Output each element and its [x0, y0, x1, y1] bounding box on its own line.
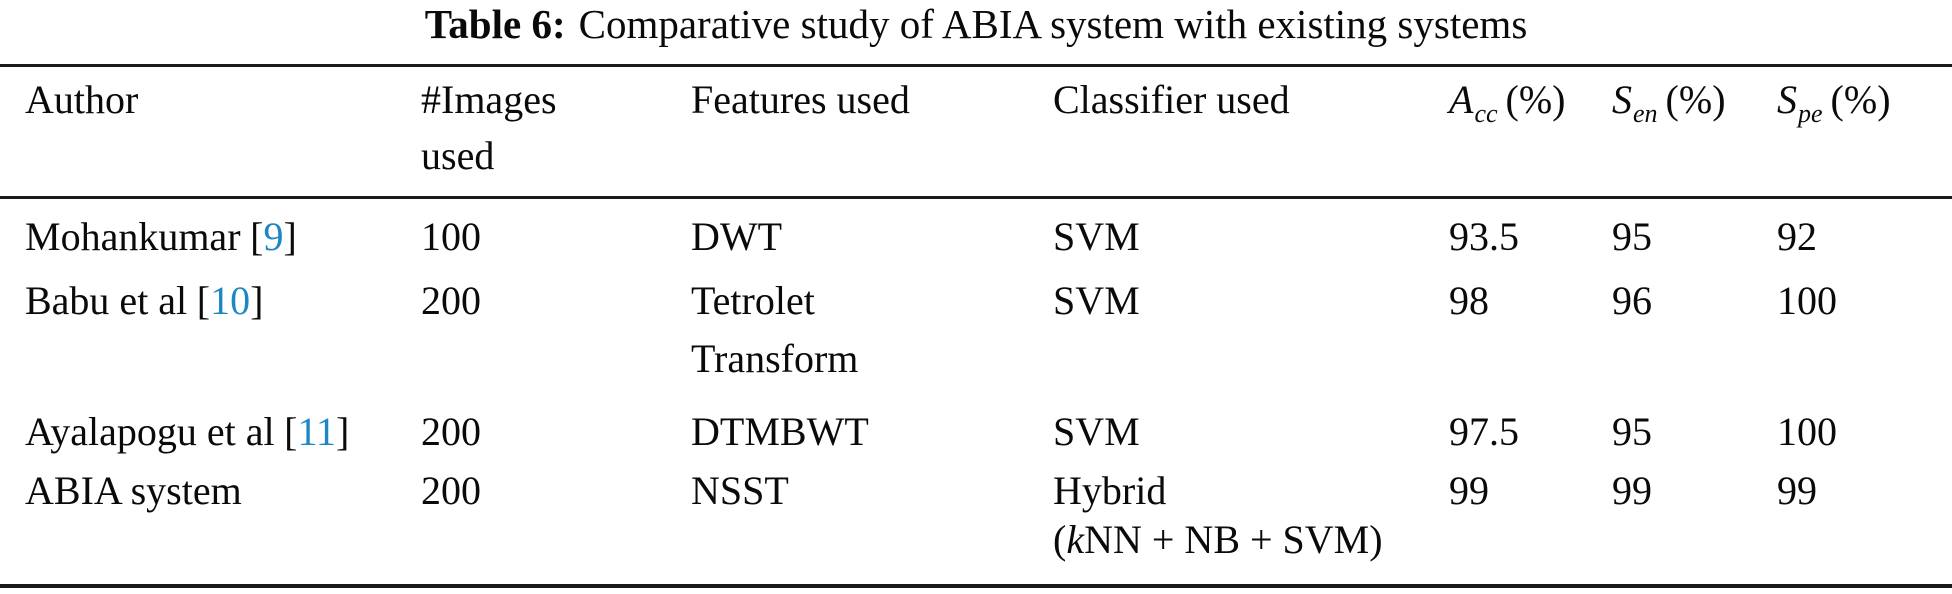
cell-sensitivity: 96 — [1612, 278, 1652, 323]
cell-sensitivity: 95 — [1612, 214, 1652, 259]
column-header-accuracy: Acc(%) — [1449, 76, 1566, 127]
cell-features: NSST — [691, 468, 789, 513]
table-caption-text: Comparative study of ABIA system with ex… — [578, 1, 1528, 47]
specificity-symbol: S — [1777, 77, 1797, 122]
cell-features: Tetrolet — [691, 278, 815, 323]
cell-accuracy: 93.5 — [1449, 214, 1519, 259]
cell-classifier: SVM — [1053, 214, 1140, 259]
citation-link[interactable]: 11 — [297, 409, 337, 454]
cell-author: Babu et al[10] — [25, 277, 263, 324]
cell-features: DTMBWT — [691, 409, 869, 454]
citation-link[interactable]: 10 — [210, 278, 251, 323]
cell-classifier: SVM — [1053, 278, 1140, 323]
cell-specificity: 92 — [1777, 214, 1817, 259]
citation-link[interactable]: 9 — [263, 214, 284, 259]
cell-classifier: Hybrid — [1053, 468, 1167, 513]
cell-specificity: 99 — [1777, 468, 1817, 513]
cell-sensitivity: 99 — [1612, 468, 1652, 513]
specificity-subscript: pe — [1798, 99, 1823, 128]
accuracy-subscript: cc — [1474, 99, 1498, 128]
cell-specificity: 100 — [1777, 409, 1837, 454]
table-caption: Table 6: Comparative study of ABIA system… — [0, 1, 1952, 47]
column-header-specificity: Spe(%) — [1777, 76, 1891, 127]
accuracy-unit: (%) — [1505, 77, 1566, 122]
cell-accuracy: 98 — [1449, 278, 1489, 323]
cell-classifier-line2: (kNN + NB + SVM) — [1053, 516, 1383, 563]
citation-bracket-close: ] — [283, 214, 297, 259]
column-header-sensitivity: Sen(%) — [1612, 76, 1726, 127]
accuracy-symbol: A — [1449, 77, 1474, 122]
cell-author: Mohankumar[9] — [25, 213, 297, 260]
cell-images: 200 — [421, 468, 481, 513]
citation-bracket-open: [ — [196, 278, 211, 323]
cell-classifier: SVM — [1053, 409, 1140, 454]
citation-bracket-close: ] — [336, 409, 350, 454]
cell-sensitivity: 95 — [1612, 409, 1652, 454]
cell-images: 200 — [421, 278, 481, 323]
citation-bracket-close: ] — [250, 278, 264, 323]
column-header-features: Features used — [691, 77, 910, 122]
specificity-unit: (%) — [1830, 77, 1891, 122]
cell-author: ABIA system — [25, 468, 242, 513]
sensitivity-subscript: en — [1633, 99, 1658, 128]
table-bottom-rule — [0, 584, 1952, 588]
column-header-author: Author — [25, 77, 139, 122]
cell-accuracy: 99 — [1449, 468, 1489, 513]
classifier-paren-open: ( — [1053, 517, 1067, 562]
table-top-rule — [0, 64, 1952, 67]
cell-features: DWT — [691, 214, 783, 259]
author-name: Ayalapogu et al — [25, 409, 275, 454]
author-name: Babu et al — [25, 278, 188, 323]
classifier-line2-rest: NN + NB + SVM) — [1084, 517, 1383, 562]
cell-images: 100 — [421, 214, 481, 259]
column-header-images-line2: used — [421, 133, 495, 178]
column-header-images: #Images — [421, 77, 557, 122]
sensitivity-unit: (%) — [1665, 77, 1726, 122]
citation-bracket-open: [ — [250, 214, 264, 259]
author-name: Mohankumar — [25, 214, 241, 259]
table-header-rule — [0, 196, 1952, 199]
cell-accuracy: 97.5 — [1449, 409, 1519, 454]
cell-features-line2: Transform — [691, 336, 859, 381]
classifier-k-italic: k — [1066, 517, 1085, 562]
cell-images: 200 — [421, 409, 481, 454]
cell-specificity: 100 — [1777, 278, 1837, 323]
column-header-classifier: Classifier used — [1053, 77, 1290, 122]
table-number: Table 6: — [424, 1, 566, 47]
cell-author: Ayalapogu et al[11] — [25, 408, 349, 455]
citation-bracket-open: [ — [284, 409, 298, 454]
sensitivity-symbol: S — [1612, 77, 1632, 122]
